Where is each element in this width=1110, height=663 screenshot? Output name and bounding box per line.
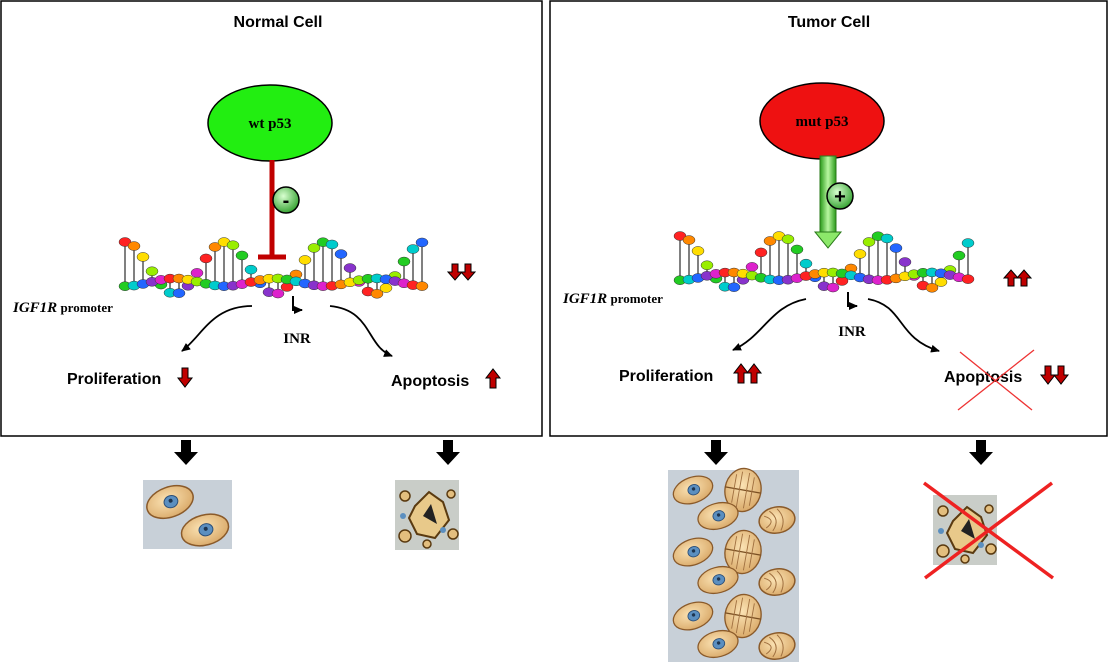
dna-bead [700,260,714,271]
dna-bead [763,236,777,246]
dna-bead [415,281,429,291]
normal-cell-title: Normal Cell [234,14,323,31]
tumor-promoter-gene: IGF1R [562,291,607,307]
dna-bead [691,246,705,256]
tumor-apoptosis-label: Apoptosis [944,369,1022,386]
dna-bead [271,288,285,299]
tumor-proliferation-label: Proliferation [619,368,713,385]
minus-sign-label: - [283,190,290,212]
dna-bead [799,258,813,269]
normal-promoter-word: promoter [57,300,113,315]
normal-proliferation-down-arrow-icon [176,367,194,388]
normal-inr-label: INR [283,331,311,347]
dna-bead [934,277,948,287]
dna-bead [307,243,321,253]
dna-bead [853,249,867,259]
outcome-down-arrow-icon [174,440,198,465]
tumor-inr-label: INR [838,324,866,340]
dna-bead [127,241,141,251]
dna-bead [925,283,939,293]
dna-bead [781,234,795,244]
tumor-proliferation-cells-image [668,464,799,663]
dna-bead [745,262,759,272]
normal-proliferation-label: Proliferation [67,371,161,388]
dna-bead [754,247,768,258]
dna-bead [172,288,186,298]
dna-bead [226,240,240,250]
normal-apoptosis-label: Apoptosis [391,373,469,390]
dna-bead [682,235,696,245]
dna-bead [199,253,213,264]
dna-helix-tumor [673,231,975,293]
tumor-inr-arrow-icon [847,292,858,310]
inhibition-bar-icon [258,160,286,260]
tumor-promoter-label: IGF1R promoter [562,291,663,307]
tumor-apoptosis-down-down-arrows-icon [1039,365,1070,385]
normal-proliferation-cells-image [141,478,233,552]
dna-bead [370,289,384,299]
plus-sign-label: + [834,186,846,208]
dna-bead [898,257,912,267]
tumor-apoptosis-cross-icon [957,349,1035,411]
dna-bead [343,263,357,273]
dna-bead [862,237,876,247]
dna-bead [235,250,249,261]
tumor-proliferation-branch-arrow [732,298,807,351]
minus-sign-icon [272,186,300,214]
dna-bead [961,238,975,248]
normal-proliferation-branch-arrow [181,305,253,352]
dna-bead [136,252,150,262]
dna-bead [190,268,204,278]
tumor-cell-title: Tumor Cell [788,14,870,31]
mut-p53-label: mut p53 [796,114,849,130]
dna-bead [415,237,429,248]
normal-promoter-gene: IGF1R [12,300,57,316]
dna-bead [952,250,966,261]
dna-bead [397,256,411,267]
dna-bead [727,282,741,292]
dna-bead [298,255,312,265]
dna-bead [145,266,159,277]
dna-bead [379,283,393,293]
dna-bead [208,242,222,252]
dna-bead [406,244,420,254]
dna-bead [826,282,840,293]
normal-apoptosis-branch-arrow [329,305,393,357]
normal-inr-arrow-icon [292,296,303,314]
tumor-dna-up-up-arrows-icon [1002,269,1033,287]
tumor-apoptosis-branch-arrow [867,298,940,353]
dna-bead [880,233,894,244]
outcome-down-arrow-icon [704,440,728,465]
dna-bead [334,249,348,259]
normal-promoter-label: IGF1R promoter [12,300,113,316]
tumor-promoter-word: promoter [607,291,663,306]
normal-dna-down-down-arrows-icon [446,263,477,281]
dna-bead [790,244,804,255]
tumor-apoptosis-cells-cross-icon [922,481,1055,580]
dna-helix-normal [118,237,429,299]
dna-bead [961,274,975,284]
normal-apoptosis-cells-image [394,479,460,551]
outcome-down-arrow-icon [436,440,460,465]
dna-bead [889,243,903,253]
wt-p53-label: wt p53 [249,116,292,132]
normal-apoptosis-up-arrow-icon [484,368,502,389]
dna-bead [244,264,258,275]
plus-sign-icon [826,182,854,210]
dna-bead [325,239,339,250]
tumor-proliferation-up-up-arrows-icon [732,363,763,384]
outcome-down-arrow-icon [969,440,993,465]
